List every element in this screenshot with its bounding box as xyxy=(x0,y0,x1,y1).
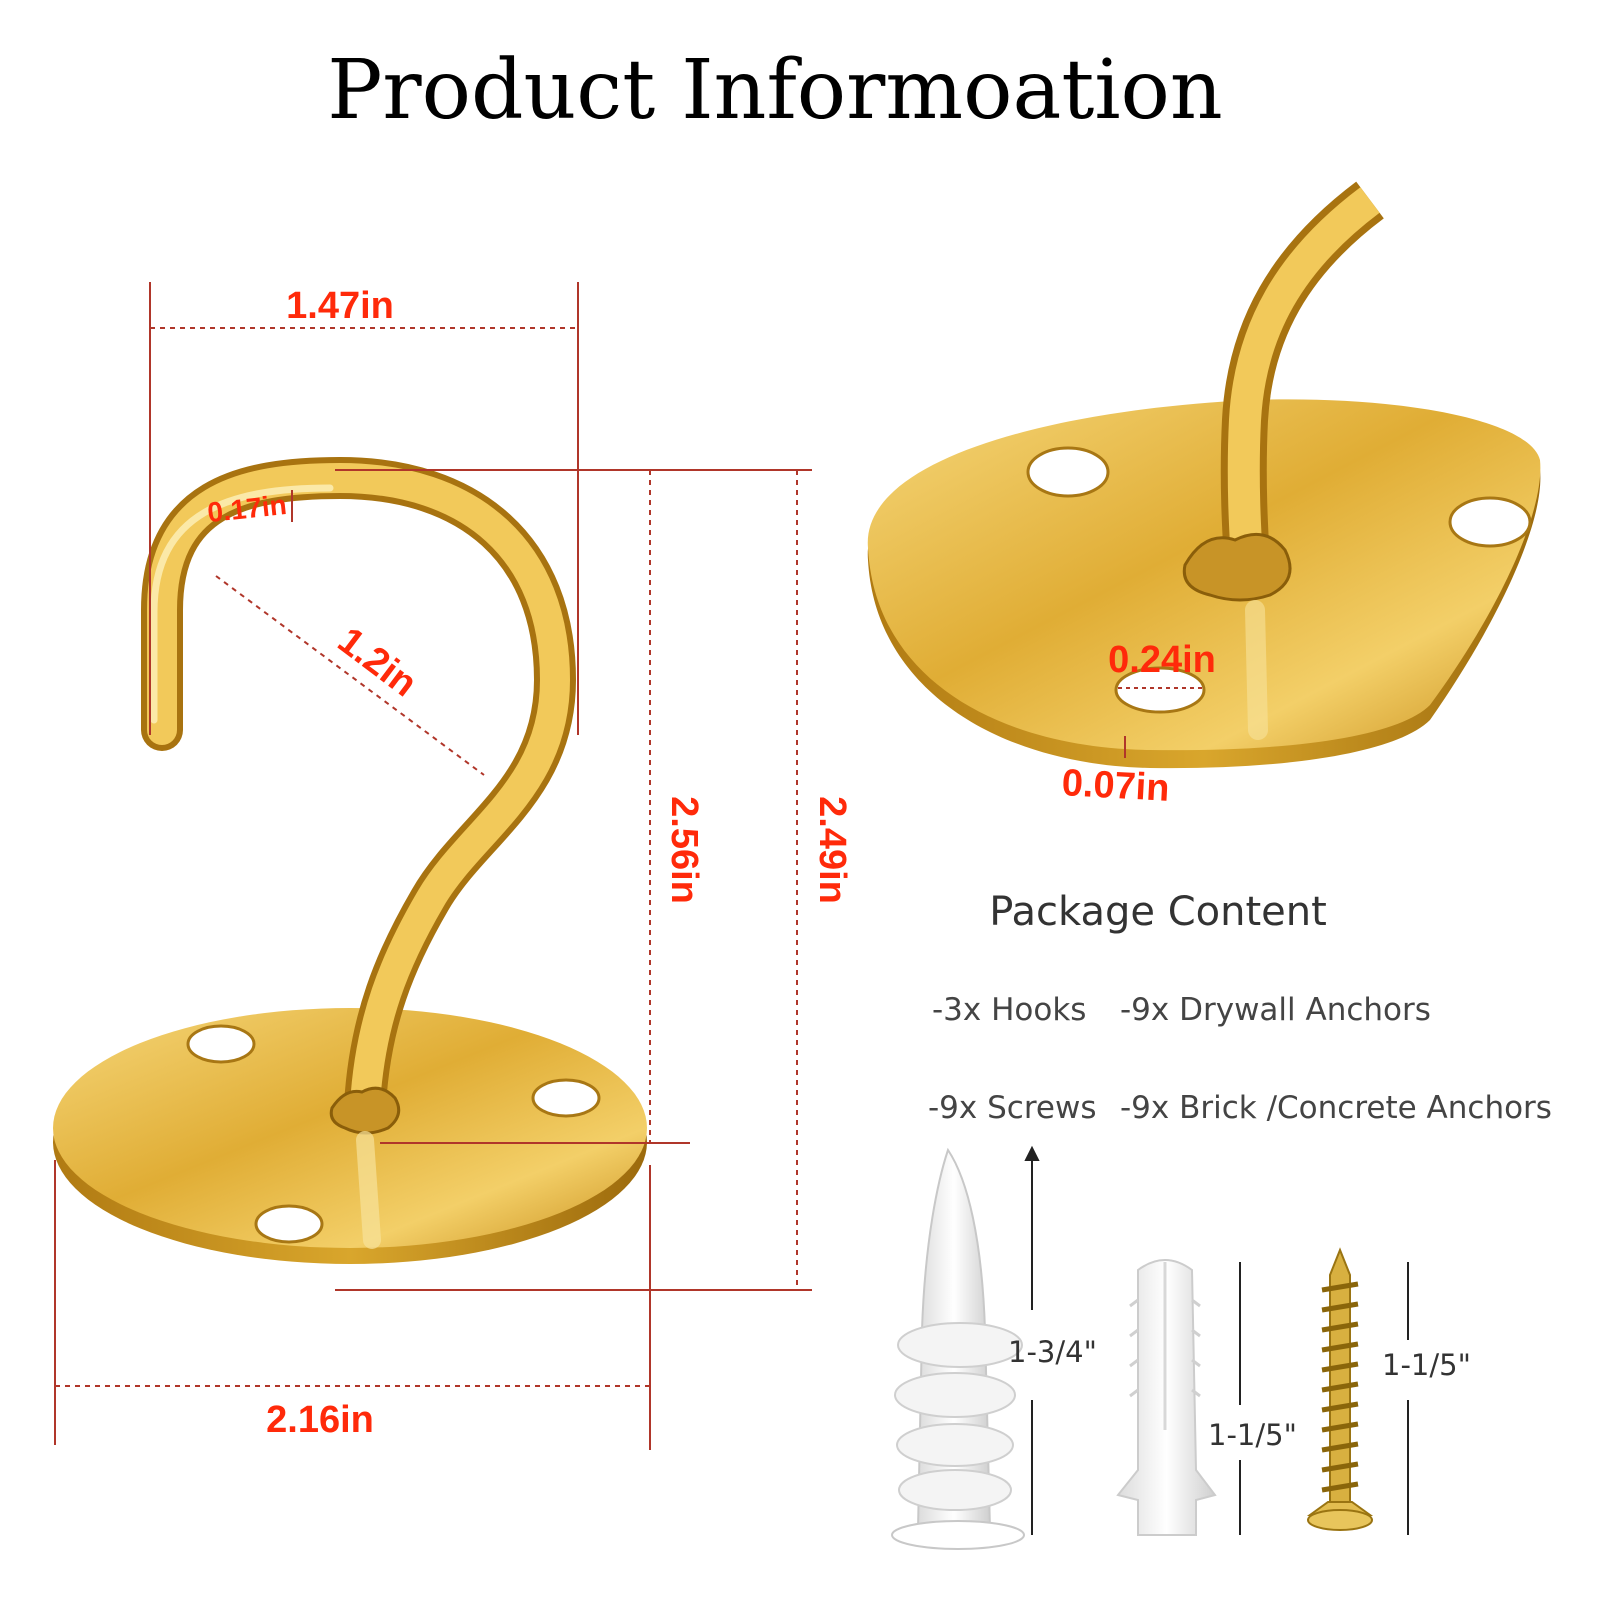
hook-reflection xyxy=(356,1131,381,1249)
dim-plate-thickness: 0.07in xyxy=(1061,762,1171,810)
dimension-lines-right xyxy=(1118,687,1202,758)
dimension-lines-left xyxy=(54,282,812,1450)
drywall-anchor-size-line xyxy=(1024,1145,1040,1535)
closeup-wire-highlight xyxy=(1227,187,1380,581)
dim-hole-diameter: 0.24in xyxy=(1108,639,1216,681)
screw-hole xyxy=(531,1078,601,1118)
dim-hook-height-inner: 2.56in xyxy=(663,796,705,904)
package-item-brick-anchors: -9x Brick /Concrete Anchors xyxy=(1120,1090,1552,1126)
screw-hole xyxy=(254,1204,324,1244)
package-title: Package Content xyxy=(989,889,1327,935)
size-drywall-anchor: 1-3/4" xyxy=(1008,1335,1097,1369)
screw-hole xyxy=(1114,666,1206,714)
screw xyxy=(1306,1247,1374,1531)
package-item-hooks: -3x Hooks xyxy=(932,992,1086,1028)
dim-hook-inner-diameter: 1.2in xyxy=(330,620,424,706)
page-title: Product Informoation xyxy=(327,43,1222,138)
plastic-anchor xyxy=(1116,1259,1217,1536)
base-closeup xyxy=(867,181,1541,769)
package-item-screws: -9x Screws xyxy=(928,1090,1096,1126)
screw-hole xyxy=(1026,446,1110,498)
drywall-anchor xyxy=(891,1147,1025,1550)
closeup-weld xyxy=(1182,532,1292,602)
size-screw: 1-1/5" xyxy=(1382,1348,1471,1382)
dim-hook-width: 1.47in xyxy=(286,285,394,327)
size-plastic-anchor: 1-1/5" xyxy=(1208,1418,1297,1452)
hook-wire-highlight xyxy=(147,462,571,1120)
package-item-drywall-anchors: -9x Drywall Anchors xyxy=(1120,992,1431,1028)
hook-wire-shine xyxy=(150,484,334,724)
closeup-reflection xyxy=(1245,600,1268,740)
hook-front-view xyxy=(53,456,647,1264)
screw-hole xyxy=(186,1024,256,1064)
hook-weld xyxy=(329,1086,401,1135)
dim-hook-height-total: 2.49in xyxy=(811,796,853,904)
dim-base-diameter: 2.16in xyxy=(266,1399,374,1441)
screw-hole xyxy=(1448,496,1532,548)
